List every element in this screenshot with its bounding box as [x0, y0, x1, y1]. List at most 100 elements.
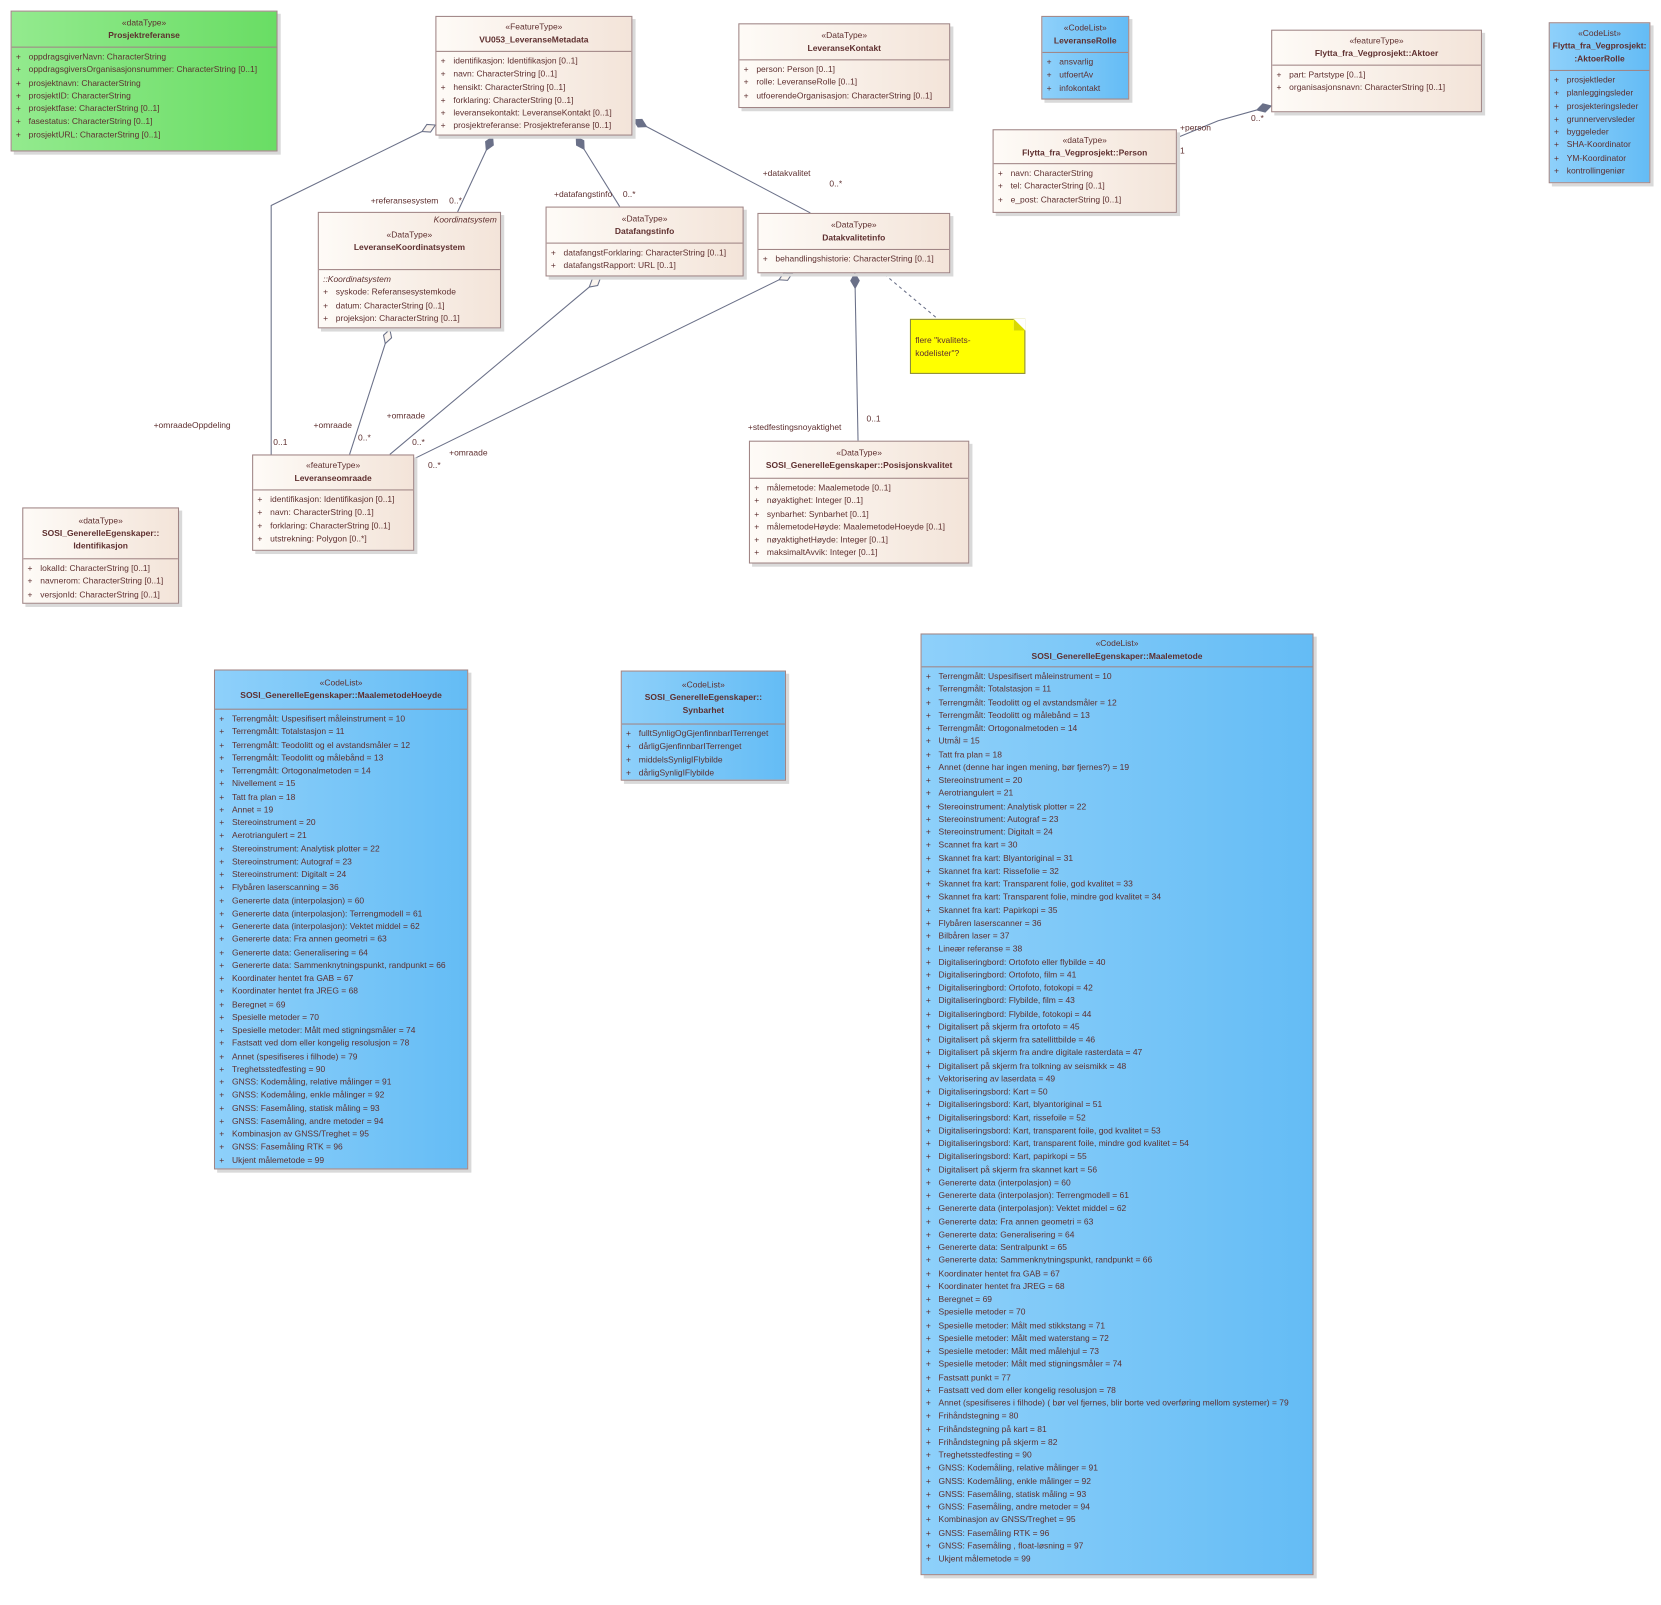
attribute-row[interactable]: +Utmål = 15 [922, 735, 1313, 748]
attribute-row[interactable]: +GNSS: Fasemåling, andre metoder = 94 [922, 1501, 1313, 1514]
attribute-row[interactable]: +projeksjon: CharacterString [0..1] [319, 312, 500, 325]
attribute-row[interactable]: +Bilbåren laser = 37 [922, 930, 1313, 943]
attribute-row[interactable]: +ansvarlig [1042, 56, 1128, 69]
attribute-row[interactable]: +Skannet fra kart: Rissefolie = 32 [922, 865, 1313, 878]
attribute-row[interactable]: +Treghetsstedfesting = 90 [922, 1449, 1313, 1462]
attribute-row[interactable]: +identifikasjon: Identifikasjon [0..1] [436, 55, 631, 68]
attribute-row[interactable]: +Terrengmålt: Uspesifisert måleinstrumen… [922, 671, 1313, 684]
attribute-row[interactable]: +Kombinasjon av GNSS/Treghet = 95 [215, 1128, 467, 1141]
attribute-row[interactable]: +GNSS: Fasemåling RTK = 96 [922, 1527, 1313, 1540]
attribute-row[interactable]: +part: Partstype [0..1] [1272, 69, 1481, 82]
attribute-row[interactable]: +Genererte data: Fra annen geometri = 63 [922, 1216, 1313, 1229]
attribute-row[interactable]: +Skannet fra kart: Blyantoriginal = 31 [922, 852, 1313, 865]
attribute-row[interactable]: +Genererte data (interpolasjon): Vektet … [922, 1203, 1313, 1216]
attribute-row[interactable]: +GNSS: Kodemåling, enkle målinger = 92 [922, 1475, 1313, 1488]
attribute-row[interactable]: +Digitalisert på skjerm fra andre digita… [922, 1047, 1313, 1060]
attribute-row[interactable]: +Vektorisering av laserdata = 49 [922, 1073, 1313, 1086]
note-kvalitetskodelister[interactable]: flere "kvalitets- kodelister"? [909, 318, 1026, 374]
attribute-row[interactable]: +Spesielle metoder = 70 [215, 1011, 467, 1024]
attribute-row[interactable]: +oppdragsgiverNavn: CharacterString [12, 51, 277, 64]
class-box-identifikasjon[interactable]: «dataType»SOSI_GenerelleEgenskaper::Iden… [22, 507, 180, 604]
attribute-row[interactable]: +Fastsatt ved dom eller kongelig resolus… [922, 1384, 1313, 1397]
class-box-leveranserolle[interactable]: «CodeList»LeveranseRolle+ansvarlig+utfoe… [1041, 15, 1130, 100]
attribute-row[interactable]: +Digitaliseringbord: Ortofoto eller flyb… [922, 956, 1313, 969]
attribute-row[interactable]: +Digitaliseringsbord: Kart, transparent … [922, 1138, 1313, 1151]
attribute-row[interactable]: +synbarhet: Synbarhet [0..1] [750, 508, 968, 521]
class-box-maalemetodehoeyde[interactable]: «CodeList»SOSI_GenerelleEgenskaper::Maal… [213, 669, 469, 1170]
attribute-row[interactable]: +Stereoinstrument: Analytisk plotter = 2… [922, 800, 1313, 813]
attribute-row[interactable]: +Spesielle metoder: Målt med waterstang … [922, 1332, 1313, 1345]
attribute-row[interactable]: +lokalId: CharacterString [0..1] [23, 562, 178, 575]
attribute-row[interactable]: +Beregnet = 69 [215, 998, 467, 1011]
attribute-row[interactable]: +leveransekontakt: LeveranseKontakt [0..… [436, 107, 631, 120]
attribute-row[interactable]: +kontrollingeniør [1550, 165, 1650, 178]
attribute-row[interactable]: +YM-Koordinator [1550, 152, 1650, 165]
attribute-row[interactable]: +Stereoinstrument: Digitalt = 24 [215, 869, 467, 882]
attribute-row[interactable]: +prosjektfase: CharacterString [0..1] [12, 103, 277, 116]
attribute-row[interactable]: +Ukjent målemetode = 99 [215, 1154, 467, 1167]
attribute-row[interactable]: +Digitaliseringsbord: Kart, blyantorigin… [922, 1099, 1313, 1112]
attribute-row[interactable]: +målemetode: Maalemetode [0..1] [750, 482, 968, 495]
attribute-row[interactable]: +rolle: LeveranseRolle [0..1] [739, 77, 949, 90]
attribute-row[interactable]: +SHA-Koordinator [1550, 139, 1650, 152]
class-box-leveransekontakt[interactable]: «DataType»LeveranseKontakt+person: Perso… [738, 23, 951, 109]
attribute-row[interactable]: +Spesielle metoder: Målt med målehjul = … [922, 1345, 1313, 1358]
attribute-row[interactable]: +Genererte data: Generalisering = 64 [922, 1229, 1313, 1242]
attribute-row[interactable]: +Spesielle metoder: Målt med stigningsmå… [215, 1024, 467, 1037]
attribute-row[interactable]: +Stereoinstrument: Autograf = 23 [922, 813, 1313, 826]
attribute-row[interactable]: +datum: CharacterString [0..1] [319, 299, 500, 312]
attribute-row[interactable]: +versjonId: CharacterString [0..1] [23, 588, 178, 601]
attribute-row[interactable]: +Skannet fra kart: Transparent folie, go… [922, 878, 1313, 891]
attribute-row[interactable]: +Genererte data: Sammenknytningspunkt, r… [215, 959, 467, 972]
attribute-row[interactable]: +Terrengmålt: Teodolitt og el avstandsmå… [215, 739, 467, 752]
attribute-row[interactable]: +prosjektURL: CharacterString [0..1] [12, 129, 277, 142]
attribute-row[interactable]: +oppdragsgiversOrganisasjonsnummer: Char… [12, 64, 277, 77]
attribute-row[interactable]: +identifikasjon: Identifikasjon [0..1] [253, 494, 413, 507]
attribute-row[interactable]: +Digitalisert på skjerm fra satellittbil… [922, 1034, 1313, 1047]
attribute-row[interactable]: +Genererte data: Sammenknytningspunkt, r… [922, 1254, 1313, 1267]
attribute-row[interactable]: +nøyaktighetHøyde: Integer [0..1] [750, 534, 968, 547]
attribute-row[interactable]: +GNSS: Kodemåling, relative målinger = 9… [922, 1462, 1313, 1475]
attribute-row[interactable]: +forklaring: CharacterString [0..1] [253, 520, 413, 533]
class-box-leveransemetadata[interactable]: «FeatureType»VU053_LeveranseMetadata+ide… [435, 15, 633, 136]
attribute-row[interactable]: +Digitalisert på skjerm fra tolkning av … [922, 1060, 1313, 1073]
attribute-row[interactable]: +Skannet fra kart: Papirkopi = 35 [922, 904, 1313, 917]
attribute-row[interactable]: +navn: CharacterString [0..1] [436, 68, 631, 81]
attribute-row[interactable]: +Flybåren laserscanner = 36 [922, 917, 1313, 930]
attribute-row[interactable]: +Digitaliseringbord: Ortofoto, film = 41 [922, 969, 1313, 982]
attribute-row[interactable]: +Genererte data (interpolasjon): Terreng… [922, 1190, 1313, 1203]
attribute-row[interactable]: +utfoertAv [1042, 69, 1128, 82]
attribute-row[interactable]: +Frihåndstegning = 80 [922, 1410, 1313, 1423]
attribute-row[interactable]: +GNSS: Fasemåling, statisk måling = 93 [215, 1102, 467, 1115]
attribute-row[interactable]: +byggeleder [1550, 126, 1650, 139]
attribute-row[interactable]: +prosjekteringsleder [1550, 100, 1650, 113]
attribute-row[interactable]: +GNSS: Fasemåling, statisk måling = 93 [922, 1488, 1313, 1501]
attribute-row[interactable]: +Terrengmålt: Teodolitt og målebånd = 13 [922, 709, 1313, 722]
class-box-datakvalitetinfo[interactable]: «DataType»Datakvalitetinfo+behandlingshi… [757, 212, 951, 274]
class-box-posisjonskvalitet[interactable]: «DataType»SOSI_GenerelleEgenskaper::Posi… [748, 440, 970, 564]
attribute-row[interactable]: +Spesielle metoder: Målt med stigningsmå… [922, 1358, 1313, 1371]
class-box-aktoerrolle[interactable]: «CodeList»Flytta_fra_Vegprosjekt::Aktoer… [1548, 22, 1651, 184]
attribute-row[interactable]: +Koordinater hentet fra GAB = 67 [215, 972, 467, 985]
class-box-person[interactable]: «dataType»Flytta_fra_Vegprosjekt::Person… [992, 129, 1177, 213]
attribute-row[interactable]: +Digitaliseringbord: Ortofoto, fotokopi … [922, 982, 1313, 995]
attribute-row[interactable]: +Fastsatt punkt = 77 [922, 1371, 1313, 1384]
attribute-row[interactable]: +Stereoinstrument = 20 [922, 774, 1313, 787]
attribute-row[interactable]: +Digitaliseringsbord: Kart, transparent … [922, 1125, 1313, 1138]
attribute-row[interactable]: +GNSS: Kodemåling, relative målinger = 9… [215, 1076, 467, 1089]
attribute-row[interactable]: +Genererte data (interpolasjon): Vektet … [215, 921, 467, 934]
attribute-row[interactable]: +Beregnet = 69 [922, 1293, 1313, 1306]
attribute-row[interactable]: +Digitaliseringbord: Flybilde, fotokopi … [922, 1008, 1313, 1021]
attribute-row[interactable]: +Genererte data: Sentralpunkt = 65 [922, 1241, 1313, 1254]
attribute-row[interactable]: +Genererte data (interpolasjon) = 60 [922, 1177, 1313, 1190]
class-box-aktoer[interactable]: «featureType»Flytta_fra_Vegprosjekt::Akt… [1271, 29, 1482, 113]
attribute-row[interactable]: +Koordinater hentet fra GAB = 67 [922, 1267, 1313, 1280]
attribute-row[interactable]: +person: Person [0..1] [739, 64, 949, 77]
attribute-row[interactable]: +Lineær referanse = 38 [922, 943, 1313, 956]
attribute-row[interactable]: +maksimaltAvvik: Integer [0..1] [750, 547, 968, 560]
attribute-row[interactable]: +Skannet fra kart: Transparent folie, mi… [922, 891, 1313, 904]
attribute-row[interactable]: +infokontakt [1042, 82, 1128, 95]
attribute-row[interactable]: +organisasjonsnavn: CharacterString [0..… [1272, 82, 1481, 95]
attribute-row[interactable]: +nøyaktighet: Integer [0..1] [750, 495, 968, 508]
attribute-row[interactable]: +Stereoinstrument = 20 [215, 817, 467, 830]
